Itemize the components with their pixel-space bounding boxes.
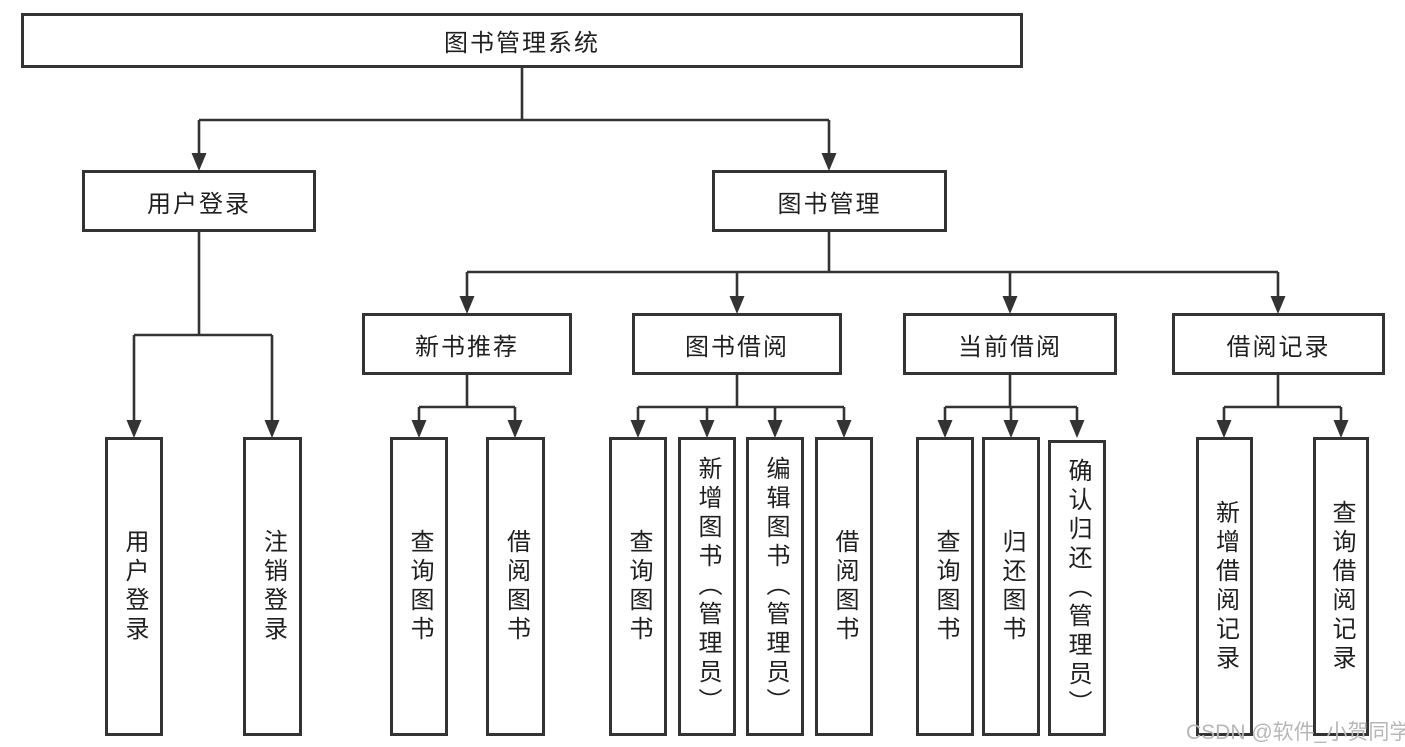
node-book-management: 图书管理 [712, 170, 947, 232]
leaf-label: 新增图书（管理员） [694, 456, 721, 717]
node-leaf-borrow-book: 借阅图书 [815, 437, 873, 736]
leaf-label: 查询图书 [406, 528, 433, 645]
node-leaf-query-book-current: 查询图书 [916, 437, 974, 736]
node-leaf-add-book-admin: 新增图书（管理员） [678, 437, 736, 736]
node-root: 图书管理系统 [21, 13, 1023, 68]
leaf-label: 注销登录 [259, 528, 287, 645]
node-leaf-borrow-book-recommend: 借阅图书 [486, 437, 545, 736]
leaf-label: 借阅图书 [831, 528, 858, 645]
csdn-watermark: CSDN @软件_小贺同学 [1186, 721, 1405, 744]
node-leaf-edit-book-admin: 编辑图书（管理员） [746, 437, 804, 736]
leaf-label: 编辑图书（管理员） [762, 456, 789, 717]
node-borrow-records: 借阅记录 [1172, 313, 1385, 375]
leaf-label: 查询图书 [625, 528, 652, 645]
node-leaf-return-book: 归还图书 [982, 437, 1040, 736]
node-leaf-query-borrow-record: 查询借阅记录 [1313, 437, 1369, 736]
leaf-label: 用户登录 [121, 528, 148, 645]
leaf-label: 确认归还（管理员） [1064, 457, 1091, 719]
node-leaf-confirm-return-admin: 确认归还（管理员） [1048, 440, 1106, 736]
node-user-login: 用户登录 [82, 170, 316, 232]
leaf-label: 借阅图书 [502, 528, 530, 645]
node-book-borrow: 图书借阅 [632, 313, 842, 375]
node-leaf-query-book-borrow: 查询图书 [609, 437, 667, 736]
node-new-book-recommend: 新书推荐 [362, 313, 572, 375]
leaf-label: 查询图书 [932, 528, 959, 645]
leaf-label: 查询借阅记录 [1328, 499, 1355, 674]
leaf-label: 归还图书 [998, 528, 1025, 645]
node-leaf-logout: 注销登录 [243, 437, 302, 736]
node-leaf-add-borrow-record: 新增借阅记录 [1196, 437, 1253, 736]
node-current-borrow: 当前借阅 [903, 313, 1117, 375]
node-leaf-query-book-recommend: 查询图书 [390, 437, 448, 736]
node-leaf-user-login: 用户登录 [105, 437, 163, 736]
leaf-label: 新增借阅记录 [1211, 499, 1239, 674]
